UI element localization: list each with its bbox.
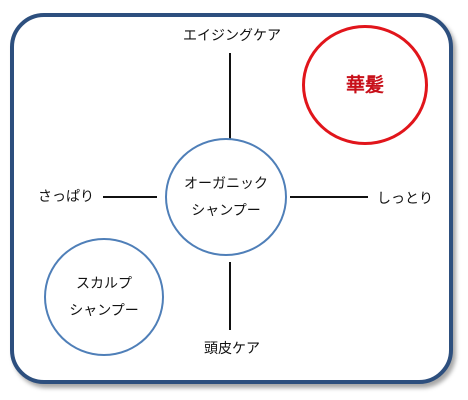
brand-circle: 華髪	[302, 25, 428, 145]
brand-label: 華髪	[345, 73, 384, 96]
axis-label-left: さっぱり	[38, 189, 94, 205]
organic-shampoo-label-line2: シャンプー	[191, 202, 261, 219]
scalp-shampoo-label-line1: スカルプ	[76, 275, 132, 292]
organic-shampoo-circle: オーガニック シャンプー	[165, 138, 287, 256]
organic-shampoo-label-line1: オーガニック	[184, 175, 268, 192]
axis-label-bottom: 頭皮ケア	[204, 341, 260, 357]
scalp-shampoo-label-line2: シャンプー	[69, 302, 139, 319]
scalp-shampoo-circle: スカルプ シャンプー	[44, 238, 164, 356]
axis-label-top: エイジングケア	[183, 28, 281, 44]
axis-label-right: しっとり	[377, 191, 433, 207]
